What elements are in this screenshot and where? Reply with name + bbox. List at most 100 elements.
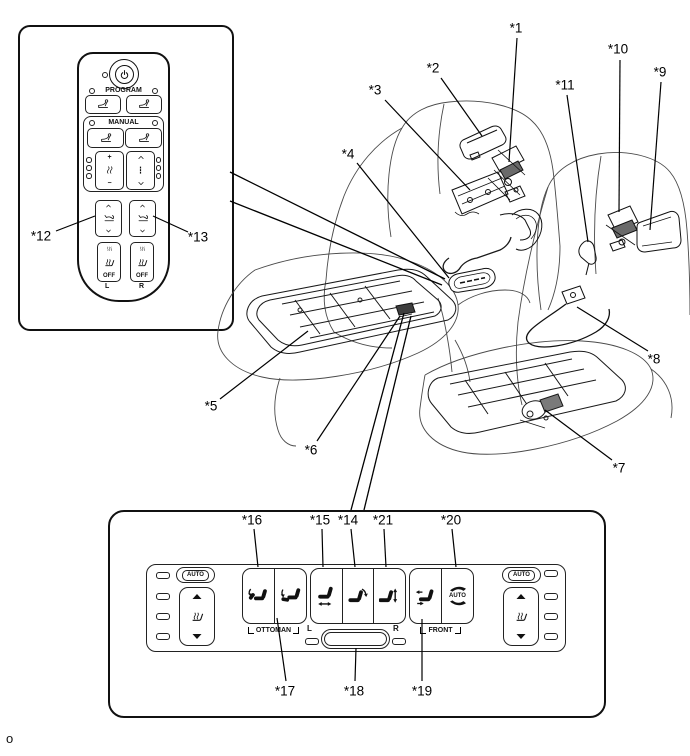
chevron-down-icon: [137, 181, 144, 185]
left-indicator-1: [156, 572, 170, 579]
heater-off-label: OFF: [136, 272, 148, 279]
program-seat1-button: [85, 95, 121, 114]
callout-label-16: *16: [241, 512, 263, 528]
power-button: [109, 59, 139, 89]
arrow-down-icon: [192, 634, 202, 639]
manual-label: MANUAL: [108, 118, 139, 126]
bracket-left: [247, 627, 254, 634]
left-seatback-mechanism: [451, 125, 543, 251]
manual-seat-left-icon: [98, 132, 114, 145]
bracket-left: [420, 627, 427, 634]
callout-label-9: *9: [653, 64, 667, 80]
right-seatback-mechanism: [525, 205, 682, 348]
seat-upholstery-outlines: [217, 100, 690, 455]
leader-3: [384, 99, 471, 191]
leader-6: [316, 315, 401, 442]
front-group-label: FRONT: [407, 625, 474, 634]
auto-label: AUTO: [182, 569, 209, 581]
massage-position-button: [126, 151, 155, 190]
manual-right-led: [152, 120, 158, 126]
chevron-up-icon: [140, 204, 145, 208]
manual-seat-right-button: [125, 128, 162, 148]
heat-waves-icon: [105, 245, 114, 252]
chevron-up-icon: [106, 204, 111, 208]
callout-label-21: *21: [372, 512, 394, 528]
seat-heat-icon: [103, 257, 116, 268]
control-cable-rods: [442, 236, 512, 275]
remote-controller-callout-box: PROGRAM MANUAL: [18, 25, 234, 331]
seatside-switch-part: [395, 302, 416, 318]
right-indicator-1: [544, 570, 558, 577]
power-indicator-led: [102, 72, 108, 78]
left-seat-label: L: [105, 283, 110, 290]
program-right-led: [152, 88, 158, 94]
heat-waves-icon: [138, 245, 147, 252]
leader-10: [618, 59, 621, 213]
panel-left-label: L: [307, 624, 312, 633]
callout-label-11: *11: [555, 77, 575, 93]
ottoman-group-label: OTTOMAN: [240, 625, 307, 634]
projection-lines: [229, 171, 446, 511]
leader-1: [508, 37, 518, 163]
program-left-led: [89, 88, 95, 94]
leader-4: [356, 162, 450, 279]
program-label: PROGRAM: [105, 86, 142, 94]
leader-11: [566, 94, 589, 243]
front-seat-auto-button: AUTO: [441, 569, 473, 623]
ottoman-frame-assembly: [246, 268, 457, 354]
panel-right-label: R: [393, 624, 399, 633]
ottoman-stow-icon: [280, 585, 302, 607]
callout-label-3: *3: [368, 82, 382, 98]
massage-led-3: [86, 173, 92, 179]
seat-memory1-icon: [95, 98, 111, 111]
ottoman-stow-button: [274, 569, 306, 623]
arrow-down-icon: [516, 634, 526, 639]
front-seat-switch-group: AUTO: [409, 568, 474, 624]
right-indicator-3: [544, 613, 558, 620]
seat-climate-right-button: [503, 587, 539, 646]
seat-heat-icon: [190, 610, 205, 623]
auto-swoosh-up-icon: [448, 584, 468, 592]
position-led-1: [155, 157, 161, 163]
callout-label-15: *15: [309, 512, 331, 528]
leader-7: [544, 409, 613, 461]
position-led-3: [155, 173, 161, 179]
chevron-up-icon: [137, 155, 144, 160]
left-select-led: [305, 638, 319, 645]
callout-label-8: *8: [647, 351, 661, 367]
callout-label-19: *19: [411, 683, 433, 699]
front-label: FRONT: [428, 627, 453, 634]
left-indicator-4: [156, 633, 170, 640]
seat-recline-button: [341, 569, 374, 623]
seat-recline-icon: [348, 586, 369, 607]
callout-label-10: *10: [607, 41, 629, 57]
seat-heat-icon: [136, 257, 149, 268]
auto-label: AUTO: [508, 569, 535, 581]
right-indicator-2: [544, 593, 558, 600]
ottoman-switch-right: [129, 200, 156, 237]
ottoman-switch-left: [95, 200, 122, 237]
rear-remote-controller: PROGRAM MANUAL: [77, 52, 170, 302]
massage-plus-label: +: [107, 154, 112, 162]
chevron-down-icon: [140, 229, 145, 233]
bracket-right: [454, 627, 461, 634]
seat-memory2-icon: [136, 98, 152, 111]
transmitter-window: [321, 629, 390, 649]
callout-label-4: *4: [341, 146, 355, 162]
callout-label-13: *13: [187, 229, 209, 245]
seat-slide-icon: [316, 586, 337, 607]
position-dots-icon: [136, 165, 145, 175]
remote-controller-part: [448, 267, 496, 293]
position-led-2: [155, 165, 161, 171]
ottoman-raise-button: [243, 569, 274, 623]
heater-off-label: OFF: [103, 272, 115, 279]
massage-led-2: [86, 165, 92, 171]
manual-left-led: [89, 120, 95, 126]
left-indicator-2: [156, 593, 170, 600]
climate-auto-left-button: AUTO: [176, 567, 215, 583]
seat-climate-left-button: [179, 587, 215, 646]
right-seat-label: R: [139, 283, 145, 290]
leader-8: [576, 306, 649, 352]
arrow-up-icon: [192, 594, 202, 599]
left-indicator-3: [156, 613, 170, 620]
